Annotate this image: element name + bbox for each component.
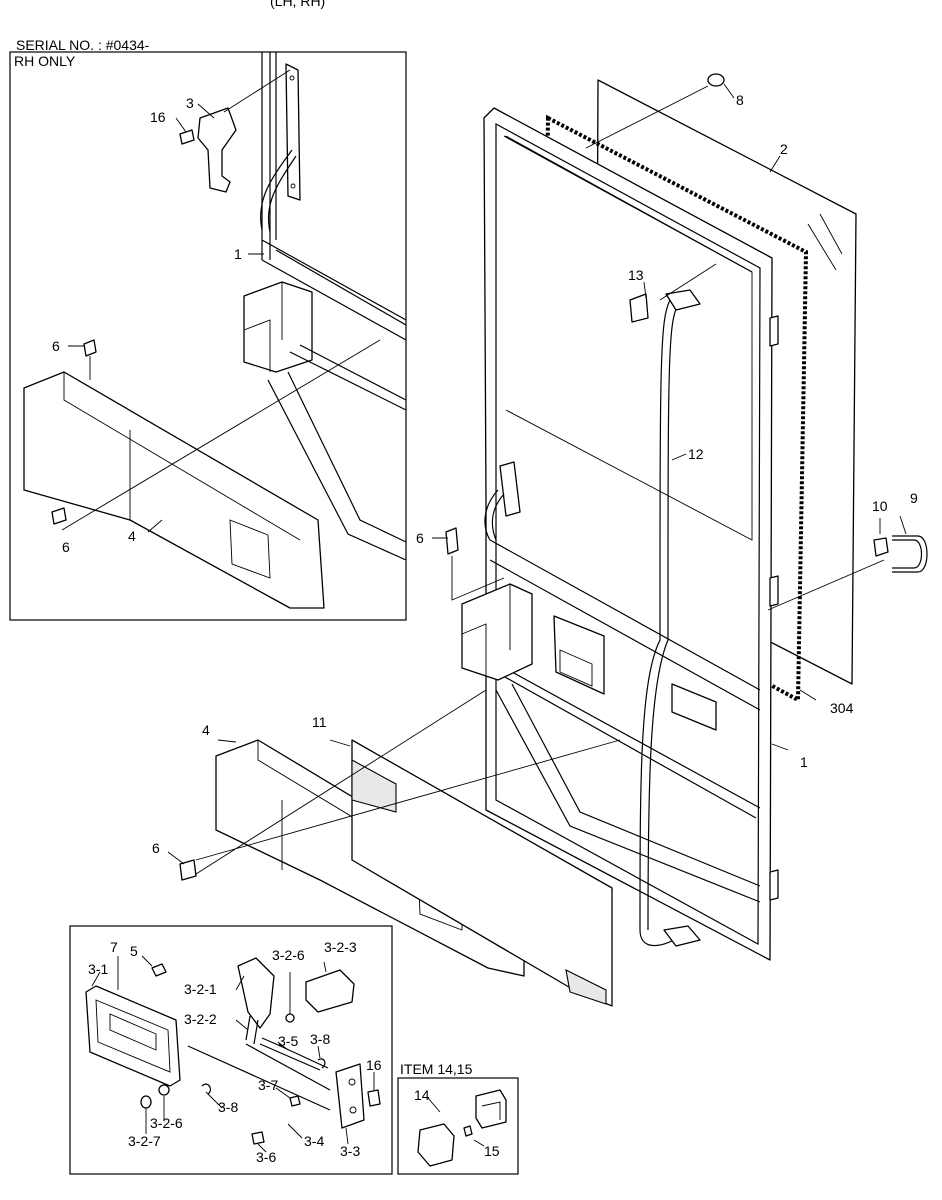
- label-3-2-6-upper: 3-2-6: [272, 947, 305, 963]
- label-3-8-upper: 3-8: [310, 1031, 330, 1047]
- label-3-7: 3-7: [258, 1077, 278, 1093]
- washer-3-2-6-lower: [158, 1084, 170, 1096]
- lower-bracket-left: [461, 583, 533, 681]
- label-16-handle: 16: [366, 1057, 382, 1073]
- screw-15: [463, 1125, 473, 1137]
- grab-bar: [639, 299, 685, 947]
- inset-label-3: 3: [186, 95, 194, 111]
- item-14-15-header: ITEM 14,15: [400, 1061, 473, 1077]
- clip-3-2-7: [140, 1095, 152, 1109]
- door-frame-outer: [483, 107, 773, 961]
- inset-label-6a: 6: [52, 338, 60, 354]
- frame-hinge-lower: [769, 315, 779, 901]
- u-bolt-9: [892, 535, 928, 573]
- outer-handle-3-1: [85, 985, 181, 1087]
- clip-3-8-upper: [317, 1058, 326, 1069]
- item-inset-frame: [397, 1077, 519, 1175]
- inset-cross-member: [261, 239, 407, 341]
- rod-3-5: [261, 1037, 329, 1069]
- nut-10: [873, 537, 889, 557]
- main-assembly: 8 2 13 12 9 10 6 304 1 11 4 6: [152, 73, 928, 1007]
- inset-hinge-plate: [285, 63, 301, 201]
- label-3-3: 3-3: [340, 1143, 360, 1159]
- label-3-2-7: 3-2-7: [128, 1133, 161, 1149]
- bracket-3-2-3: [305, 969, 355, 1013]
- label-7: 7: [110, 939, 118, 955]
- rod-3-4: [187, 1043, 331, 1111]
- inset-label-16: 16: [150, 109, 166, 125]
- rh-only-label: RH ONLY: [14, 53, 76, 69]
- label-9: 9: [910, 490, 918, 506]
- label-8: 8: [736, 92, 744, 108]
- label-3-8-lower: 3-8: [218, 1099, 238, 1115]
- inset-bolt-6-top: [83, 339, 97, 357]
- cap-14: [417, 1123, 455, 1167]
- label-6-step: 6: [152, 840, 160, 856]
- label-3-6: 3-6: [256, 1149, 276, 1165]
- label-13: 13: [628, 267, 644, 283]
- label-14: 14: [414, 1087, 430, 1103]
- label-3-2-6-lower: 3-2-6: [150, 1115, 183, 1131]
- label-4: 4: [202, 722, 210, 738]
- label-304: 304: [830, 700, 854, 716]
- inset-grab-bar: [260, 149, 297, 233]
- label-10: 10: [872, 498, 888, 514]
- grab-bar-mount-top: [665, 289, 701, 311]
- inset-door-post: [261, 52, 277, 260]
- label-3-5: 3-5: [278, 1033, 298, 1049]
- bolt-16-handle: [367, 1089, 381, 1107]
- rh-only-inset: SERIAL NO. : #0434- RH ONLY 16 3 1 6 6 4: [9, 37, 407, 621]
- label-6-frame: 6: [416, 530, 424, 546]
- label-5: 5: [130, 943, 138, 959]
- inset-label-4: 4: [128, 528, 136, 544]
- label-11: 11: [312, 714, 327, 730]
- label-3-1: 3-1: [88, 961, 108, 977]
- inset-diagonal-strut: [267, 371, 407, 561]
- frame-hinge-upper: [499, 461, 521, 517]
- grab-bar-mount-bottom: [663, 925, 701, 947]
- label-1: 1: [800, 754, 808, 770]
- handle-inset-frame: [69, 925, 393, 1175]
- handle-detail-inset: 7 5 3-1 3-2-1 3-2-2 3-2-6 3-2-3 3-5 3-8 …: [69, 925, 393, 1175]
- clip-14: [475, 1089, 507, 1129]
- door-window-opening: [505, 135, 753, 541]
- lower-bracket-right: [671, 683, 717, 731]
- label-3-2-3: 3-2-3: [324, 939, 357, 955]
- screw-5: [151, 963, 167, 977]
- inset-label-6b: 6: [62, 539, 70, 555]
- label-2: 2: [780, 141, 788, 157]
- inset-label-1: 1: [234, 246, 242, 262]
- lock-body-3-3: [335, 1063, 365, 1129]
- label-3-2-1: 3-2-1: [184, 981, 217, 997]
- handle-lever-3-2-1: [237, 957, 275, 1029]
- inset-frame: [9, 51, 407, 621]
- label-12: 12: [688, 446, 704, 462]
- pin-3-6: [251, 1131, 265, 1145]
- label-3-4: 3-4: [304, 1133, 324, 1149]
- main-diagonal-strut: [495, 683, 761, 903]
- plug-8: [707, 73, 725, 87]
- bolt-6-frame: [445, 527, 459, 555]
- top-title: (LH, RH): [270, 0, 325, 9]
- inset-bolt-6-bottom: [51, 507, 67, 525]
- washer-3-2-6-upper: [285, 1013, 295, 1023]
- label-15: 15: [484, 1143, 500, 1159]
- inset-bolt-16: [179, 129, 195, 145]
- clip-3-8-lower: [201, 1083, 212, 1095]
- serial-number-label: SERIAL NO. : #0434-: [16, 37, 150, 53]
- item-14-15-inset: ITEM 14,15 14 15: [397, 1061, 519, 1175]
- pin-3-7: [289, 1095, 301, 1107]
- bolt-6-step: [179, 859, 197, 881]
- inset-latch: [197, 107, 237, 193]
- inset-step-cover: [23, 371, 325, 609]
- label-3-2-2: 3-2-2: [184, 1011, 217, 1027]
- bolt-13: [629, 293, 649, 323]
- left-grab-bar: [484, 489, 505, 541]
